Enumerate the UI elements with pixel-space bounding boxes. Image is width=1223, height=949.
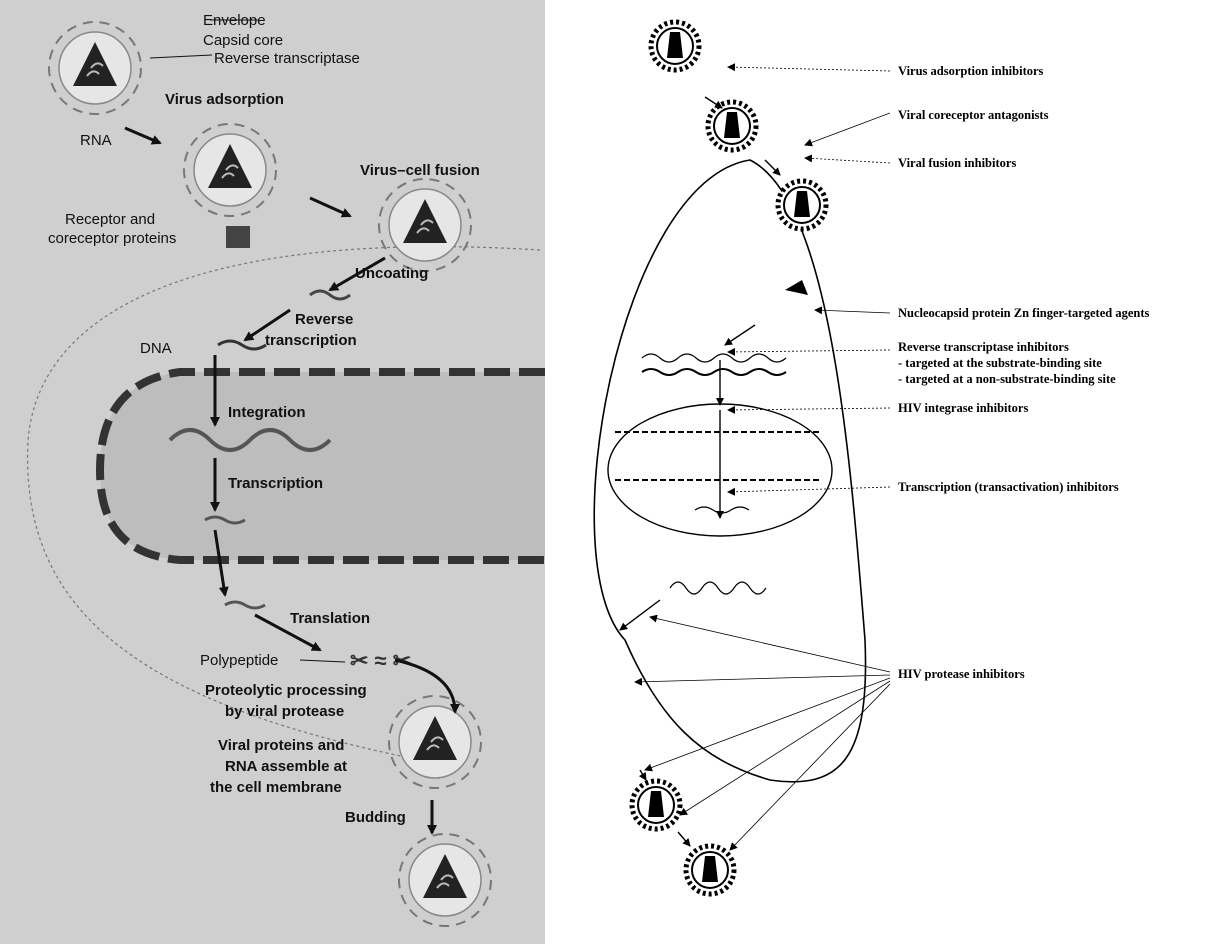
label-coreceptor-antagonists: Viral coreceptor antagonists (898, 108, 1049, 122)
label-rt-substrate-site: - targeted at the substrate-binding site (898, 356, 1102, 370)
label-reverse-transcriptase: Reverse transcriptase (214, 50, 360, 67)
label-fusion-inhibitors: Viral fusion inhibitors (898, 156, 1016, 170)
pointer-adsorption (728, 67, 890, 71)
pointer-fusion (805, 158, 890, 163)
label-transcription: Transcription (228, 475, 323, 492)
dna-strand (218, 341, 266, 349)
label-zn-finger-agents: Nucleocapsid protein Zn finger-targeted … (898, 306, 1150, 320)
label-adsorption-inhibitors: Virus adsorption inhibitors (898, 64, 1044, 78)
leader-polypeptide (300, 660, 345, 662)
translating-mrna (225, 602, 265, 608)
hiv-life-cycle-panel: ✂ ≈ ✂ Envelope Capsid core Reverse trans… (0, 0, 545, 944)
label-dna: DNA (140, 340, 172, 357)
viral-rna (642, 354, 786, 362)
pointer-protease-2 (635, 675, 890, 682)
label-receptor-line2: coreceptor proteins (48, 230, 176, 247)
adsorbing-virion (184, 124, 276, 216)
label-capsid-core: Capsid core (203, 32, 283, 49)
transcript (695, 507, 749, 513)
cell-membrane (594, 160, 865, 782)
virion-adsorption (651, 22, 699, 70)
pointer-protease-5 (730, 684, 890, 850)
pointer-rt (728, 350, 890, 352)
label-polypeptide: Polypeptide (200, 652, 278, 669)
virion-budded (632, 781, 680, 829)
pointer-protease-3 (645, 678, 890, 770)
label-uncoating: Uncoating (355, 265, 428, 282)
pointer-protease-4 (680, 681, 890, 815)
polyproteins (670, 582, 766, 594)
viral-dna (642, 369, 786, 375)
pointer-transcription (728, 487, 890, 492)
virion-fusion (778, 181, 826, 229)
label-translation: Translation (290, 610, 370, 627)
pointer-integrase (728, 408, 890, 410)
flow-arrow-1 (705, 97, 722, 108)
label-rt-non-substrate-site: - targeted at a non-substrate-binding si… (898, 372, 1116, 386)
flow-arrow-7 (640, 770, 646, 780)
label-virus-cell-fusion: Virus–cell fusion (360, 162, 480, 179)
label-reverse-line2: transcription (265, 332, 357, 349)
budding-virion (399, 834, 491, 926)
pointer-protease-1 (650, 617, 890, 672)
label-virus-adsorption: Virus adsorption (165, 91, 284, 108)
pointer-coreceptor (805, 113, 890, 145)
label-budding: Budding (345, 809, 406, 826)
arrow-adsorption (125, 128, 160, 143)
hiv-life-cycle-diagram: ✂ ≈ ✂ Envelope Capsid core Reverse trans… (0, 0, 545, 944)
nucleus (100, 372, 545, 560)
flow-arrow-3 (725, 325, 755, 345)
label-assemble-line2: RNA assemble at (225, 758, 347, 775)
label-transcription-inhibitors: Transcription (transactivation) inhibito… (898, 480, 1119, 494)
arrow-fusion (310, 198, 350, 216)
antiviral-targets-diagram: Virus adsorption inhibitors Viral corece… (580, 0, 1223, 944)
label-integrase-inhibitors: HIV integrase inhibitors (898, 401, 1028, 415)
label-integration: Integration (228, 404, 306, 421)
label-envelope: Envelope (203, 12, 266, 29)
receptor-protein (226, 226, 250, 248)
label-proteolytic-line1: Proteolytic processing (205, 682, 367, 699)
flow-arrow-8 (678, 832, 690, 846)
antiviral-targets-panel: Virus adsorption inhibitors Viral corece… (580, 0, 1223, 944)
label-rt-inhibitors: Reverse transcriptase inhibitors (898, 340, 1069, 354)
label-receptor-line1: Receptor and (65, 211, 155, 228)
fusing-virion (379, 179, 471, 271)
assembling-virion (389, 696, 481, 788)
virion-coreceptor (708, 102, 756, 150)
uncoated-core (785, 280, 808, 295)
label-assemble-line3: the cell membrane (210, 779, 342, 796)
flow-arrow-6 (620, 600, 660, 630)
label-protease-inhibitors: HIV protease inhibitors (898, 667, 1025, 681)
label-assemble-line1: Viral proteins and (218, 737, 344, 754)
free-virion (49, 22, 141, 114)
leader-rt (150, 55, 212, 58)
virion-released (686, 846, 734, 894)
label-proteolytic-line2: by viral protease (225, 703, 344, 720)
rna-strand (310, 291, 350, 299)
label-rna: RNA (80, 132, 112, 149)
label-reverse-line1: Reverse (295, 311, 353, 328)
